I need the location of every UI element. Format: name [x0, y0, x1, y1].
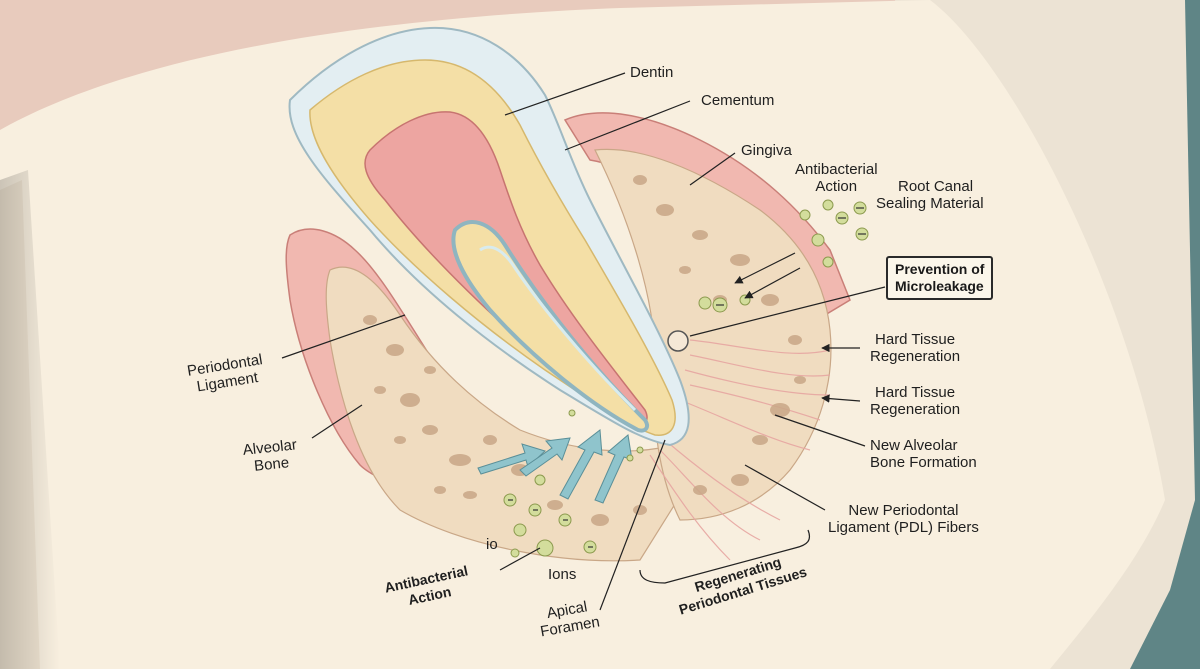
label-hard-tissue-regeneration-2: Hard Tissue Regeneration — [870, 384, 960, 418]
label-line: Ligament (PDL) Fibers — [828, 519, 979, 536]
leader-alveolar — [311, 404, 363, 439]
label-cementum: Cementum — [701, 92, 775, 109]
label-line: Antibacterial — [795, 161, 878, 178]
label-line: Root Canal — [898, 178, 974, 195]
label-line: Sealing Material — [876, 195, 984, 212]
ion-particle-icon — [513, 523, 527, 537]
ion-particle-icon — [626, 454, 634, 462]
flow-arrow-icon — [559, 429, 603, 500]
root-canal-fill — [451, 220, 649, 433]
regenerating-bracket — [639, 529, 811, 584]
ion-minus-signs — [508, 207, 866, 548]
flow-arrows — [477, 429, 633, 504]
label-line: New Periodontal — [848, 502, 959, 519]
flow-arrow-icon — [519, 437, 571, 477]
leader-apical — [599, 439, 666, 611]
label-line: Regeneration — [870, 401, 961, 418]
ion-particle-icon — [822, 199, 834, 211]
leader-periodontal — [281, 314, 406, 359]
pointer-arrow-icon — [734, 252, 796, 284]
ion-particle-icon — [568, 409, 576, 417]
label-prevention-of-microleakage: Prevention of Microleakage — [886, 256, 994, 300]
ion-particle-icon — [799, 209, 811, 221]
label-line: Hard Tissue — [875, 384, 956, 401]
label-line: New Alveolar — [870, 437, 958, 454]
label-gingiva: Gingiva — [741, 142, 792, 159]
pointer-arrow-icon — [821, 394, 861, 403]
label-hard-tissue-regeneration-1: Hard Tissue Regeneration — [870, 331, 960, 365]
microleakage-focus-circle — [667, 330, 689, 352]
label-line: Prevention of — [895, 261, 985, 277]
pointer-arrow-icon — [744, 267, 801, 299]
label-io: io — [486, 536, 498, 553]
label-dentin: Dentin — [630, 64, 674, 81]
leader-lines — [281, 72, 886, 611]
label-ions: Ions — [548, 566, 577, 583]
label-line: Microleakage — [895, 278, 984, 294]
ion-particle-icon — [636, 446, 644, 454]
label-root-canal-sealing-material: Root Canal Sealing Material — [876, 178, 984, 212]
label-antibacterial-action-top: Antibacterial Action — [795, 161, 878, 195]
label-new-pdl-fibers: New Periodontal Ligament (PDL) Fibers — [828, 502, 979, 536]
leader-microleakage — [689, 286, 886, 337]
ion-particle-icon — [534, 474, 546, 486]
pdl-fibers — [649, 339, 831, 561]
left-alveolar-bone — [325, 266, 691, 562]
leader-gingiva — [689, 152, 736, 186]
book-spine-shadow — [0, 170, 60, 669]
sealing-material — [479, 245, 637, 412]
label-new-alveolar-bone-formation: New Alveolar Bone Formation — [870, 437, 977, 471]
label-line: Regeneration — [870, 348, 961, 365]
label-alveolar-bone: Alveolar Bone — [242, 436, 299, 475]
leader-new-alveolar — [774, 414, 866, 447]
label-line: Action — [815, 178, 858, 195]
bone-pores — [363, 175, 806, 526]
ion-particle-icon — [822, 256, 834, 268]
ion-particle-icon — [536, 539, 554, 557]
leader-dentin — [504, 72, 626, 116]
flow-arrow-icon — [594, 434, 633, 504]
label-line: Bone Formation — [870, 454, 977, 471]
leader-ions — [499, 547, 541, 571]
leader-cementum — [564, 100, 691, 151]
ion-particle-icon — [510, 548, 520, 558]
ion-particle-icon — [698, 296, 712, 310]
label-line: Hard Tissue — [875, 331, 956, 348]
leader-new-pdl — [744, 464, 826, 511]
ion-particle-icon — [811, 233, 825, 247]
